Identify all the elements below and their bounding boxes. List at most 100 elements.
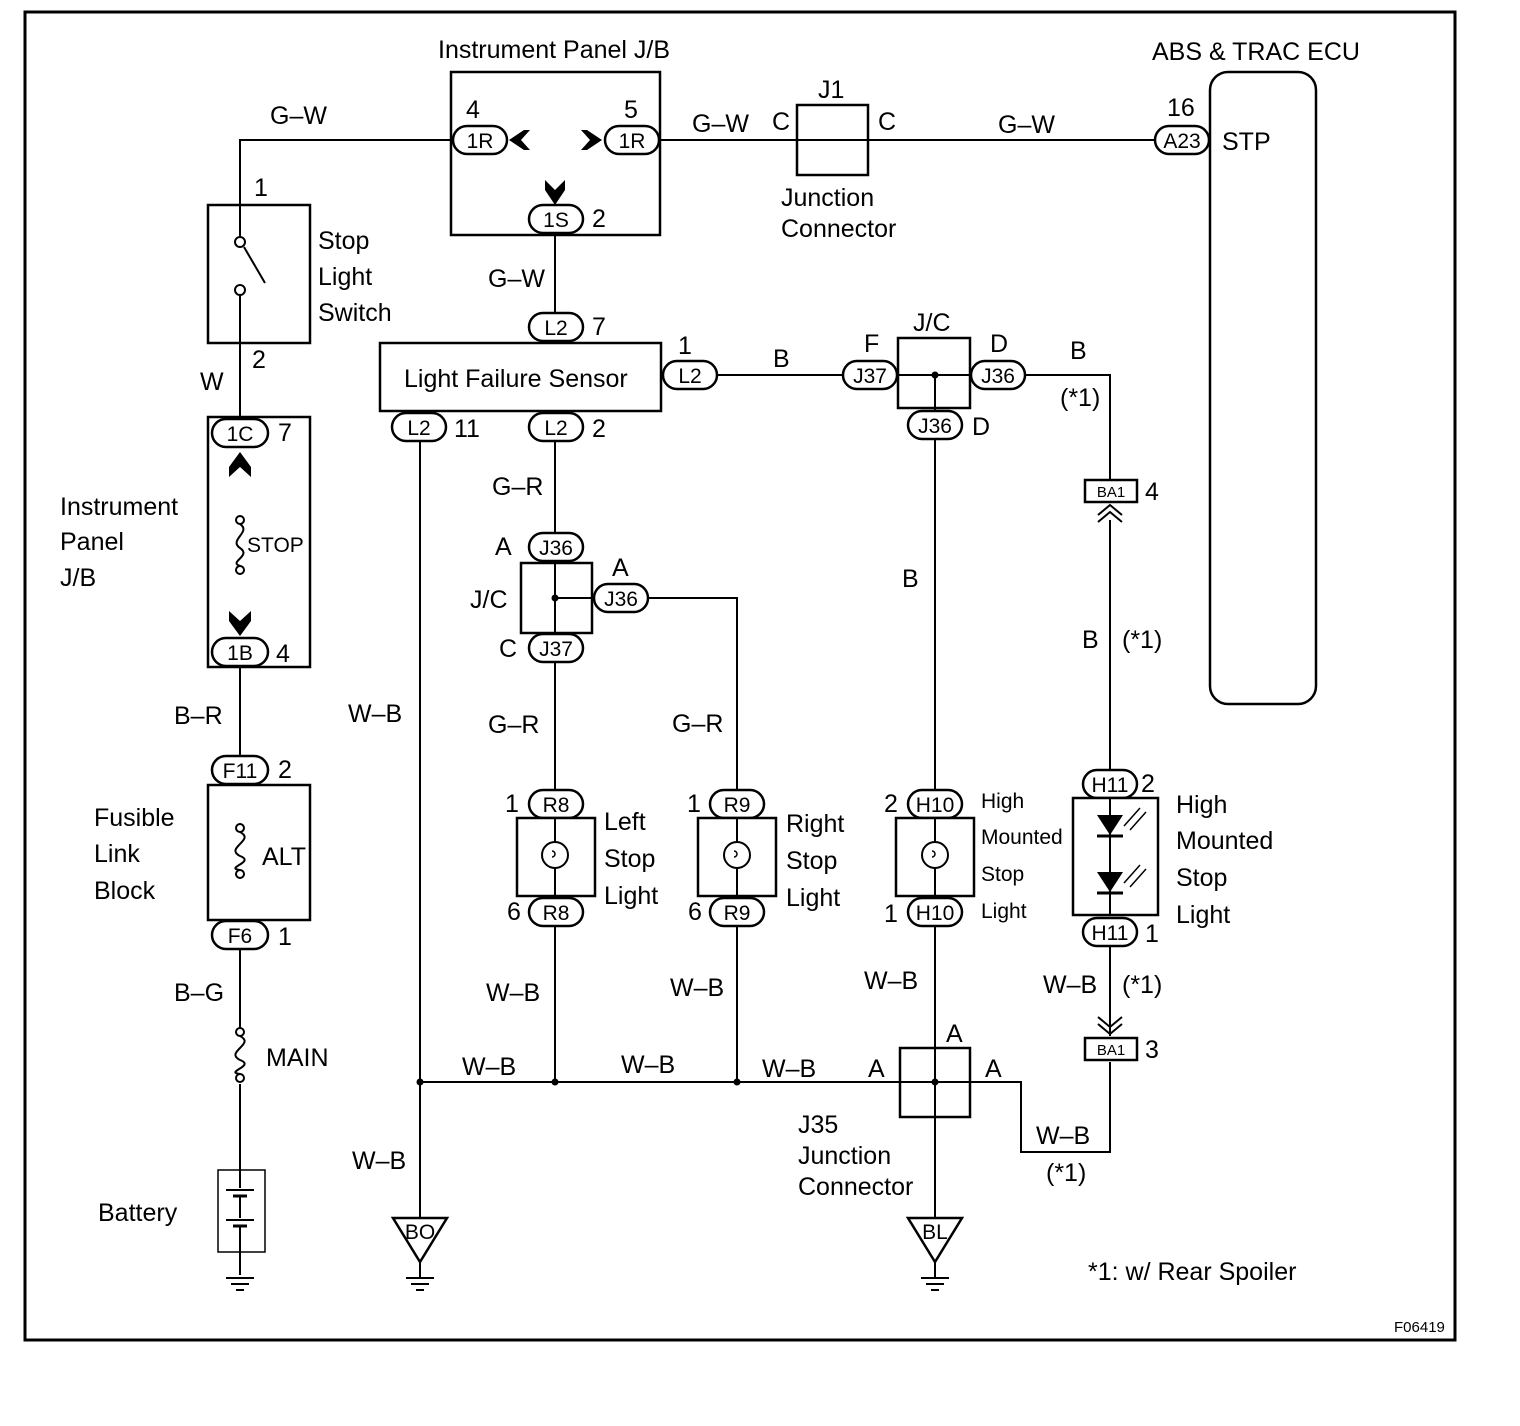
wire-br: B–R bbox=[174, 702, 223, 730]
ipjb-left-pin-bottom: 4 bbox=[276, 640, 290, 668]
jc-lower-pin-bottom: C bbox=[499, 635, 517, 663]
wire-gw-j1-ecu: G–W bbox=[998, 111, 1055, 139]
ipjb-left-label-line3: J/B bbox=[60, 564, 96, 592]
led-icon bbox=[1097, 815, 1123, 835]
j1-name-line2: Connector bbox=[781, 215, 896, 243]
left-stop-label-line3: Light bbox=[604, 882, 658, 910]
hmsl-led-label-line3: Stop bbox=[1176, 864, 1227, 892]
stop-light-switch: 1 2 Stop Light Switch bbox=[206, 174, 392, 374]
ground-bl: BL bbox=[905, 1216, 965, 1291]
fusible-link-block: F11 2 ALT F6 1 Fusible Link Block bbox=[94, 754, 312, 951]
wire-gr-lfs-jc: G–R bbox=[492, 473, 543, 501]
jc-upper-conn-left: J37 bbox=[853, 365, 887, 388]
wire-gr-jc-r9: G–R bbox=[672, 710, 723, 738]
lfs-pin-top: 7 bbox=[592, 313, 606, 341]
jc-upper: J/C F J37 D J36 J36 D bbox=[841, 309, 1027, 441]
ba1-top-pin: 4 bbox=[1145, 478, 1159, 506]
hmsl-led-pin-top: 2 bbox=[1141, 770, 1155, 798]
abs-ecu-pin: 16 bbox=[1167, 94, 1195, 122]
switch-pin-bottom: 2 bbox=[252, 346, 266, 374]
ground-bl-label: BL bbox=[922, 1221, 948, 1244]
ground-icon-bo bbox=[406, 1277, 434, 1291]
hmsl-bulb-label-line1: High bbox=[981, 790, 1024, 813]
lfs-pin-right: 1 bbox=[678, 332, 692, 360]
wire-gw-jb-j1: G–W bbox=[692, 110, 749, 138]
j35-pin-right: A bbox=[985, 1055, 1002, 1083]
main-fuse-icon bbox=[235, 1027, 245, 1037]
wire-w-switch: W bbox=[200, 368, 224, 396]
fusible-label-line1: Fusible bbox=[94, 804, 175, 832]
j35-junction-connector: A A A J35 Junction Connector bbox=[798, 1020, 1002, 1201]
wire-wb-bus3: W–B bbox=[762, 1055, 816, 1083]
ipjb-left-label-line2: Panel bbox=[60, 528, 124, 556]
wire-gw-jb-lfs: G–W bbox=[488, 265, 545, 293]
wire-wb-bus2: W–B bbox=[621, 1051, 675, 1079]
ipjb-top-title: Instrument Panel J/B bbox=[438, 36, 670, 64]
instrument-panel-jb-top: Instrument Panel J/B 4 5 1R 1R 1S 2 bbox=[438, 36, 670, 237]
j35-label-line2: Junction bbox=[798, 1142, 891, 1170]
ipjb-left-conn-top: 1C bbox=[227, 423, 254, 446]
hmsl-bulb-label-line2: Mounted bbox=[981, 826, 1063, 849]
hmsl-led-label-line4: Light bbox=[1176, 901, 1230, 929]
ipjb-top-conn-bottom: 1S bbox=[543, 209, 569, 232]
down-arrow-icon bbox=[545, 180, 565, 205]
left-stop-label-line2: Stop bbox=[604, 845, 655, 873]
ipjb-top-conn-right: 1R bbox=[619, 130, 646, 153]
down-arrow-icon-2 bbox=[229, 611, 251, 636]
wire-b-jc-ba1: B bbox=[1070, 337, 1087, 365]
hmsl-led-label-line1: High bbox=[1176, 791, 1227, 819]
wire-b-ba1-h11: B bbox=[1082, 626, 1099, 654]
j1-junction-connector: J1 C C Junction Connector bbox=[772, 76, 896, 243]
diagram-frame bbox=[23, 10, 1457, 1342]
lfs-name: Light Failure Sensor bbox=[404, 365, 628, 393]
wire-bg: B–G bbox=[174, 979, 224, 1007]
main-fuse-label: MAIN bbox=[266, 1044, 329, 1072]
light-failure-sensor: L2 7 Light Failure Sensor L2 1 L2 11 L2 … bbox=[378, 311, 719, 443]
wire-wb-r9: W–B bbox=[670, 974, 724, 1002]
right-stop-pin-bottom: 6 bbox=[688, 898, 702, 926]
j1-pin-right: C bbox=[878, 108, 896, 136]
jc-upper-pin-right: D bbox=[990, 330, 1008, 358]
wire-wb-h10: W–B bbox=[864, 967, 918, 995]
jc-lower: J36 A J/C A J36 J37 C bbox=[470, 531, 650, 664]
wire-wb-h11-star: (*1) bbox=[1122, 971, 1162, 999]
ipjb-left-conn-bottom: 1B bbox=[227, 642, 253, 665]
lfs-conn-bl: L2 bbox=[407, 417, 430, 440]
lfs-conn-top: L2 bbox=[544, 317, 567, 340]
ipjb-top-pin-bottom: 2 bbox=[592, 205, 606, 233]
wire-labels: G–W G–W G–W G–W W B–R B–G B B (*1) B B (… bbox=[174, 102, 1162, 1187]
right-stop-label-line3: Light bbox=[786, 884, 840, 912]
led-icon-2 bbox=[1097, 872, 1123, 892]
lfs-pin-bm: 2 bbox=[592, 415, 606, 443]
jc-lower-conn-right: J36 bbox=[604, 588, 638, 611]
jc-lower-pin-right: A bbox=[612, 554, 629, 582]
hmsl-led-conn-top: H11 bbox=[1092, 774, 1129, 797]
fusible-label-line3: Block bbox=[94, 877, 156, 905]
hmsl-bulb-conn-top: H10 bbox=[916, 794, 955, 817]
main-fuse: MAIN bbox=[232, 1027, 329, 1084]
hmsl-bulb-conn-bottom: H10 bbox=[916, 902, 955, 925]
lfs-conn-bm: L2 bbox=[544, 417, 567, 440]
j1-id: J1 bbox=[818, 76, 844, 104]
abs-trac-ecu: ABS & TRAC ECU 16 A23 STP bbox=[1152, 38, 1360, 706]
wire-wb-j35-ba1: W–B bbox=[1036, 1122, 1090, 1150]
abs-ecu-conn: A23 bbox=[1163, 130, 1200, 153]
ipjb-left-fuse: STOP bbox=[247, 534, 304, 557]
j1-name-line1: Junction bbox=[781, 184, 874, 212]
ba1-top-connector: BA1 4 bbox=[1083, 478, 1159, 523]
fusible-pin-bottom: 1 bbox=[278, 923, 292, 951]
abs-ecu-terminal: STP bbox=[1222, 128, 1271, 156]
jc-upper-conn-right: J36 bbox=[981, 365, 1015, 388]
lfs-pin-bl: 11 bbox=[454, 415, 480, 443]
jc-lower-pin-top: A bbox=[495, 533, 512, 561]
jc-lower-name: J/C bbox=[470, 586, 508, 614]
wire-b-jc-hmsl: B bbox=[902, 565, 919, 593]
ba1-bottom-conn: BA1 bbox=[1097, 1042, 1125, 1059]
battery: Battery bbox=[98, 1169, 266, 1291]
wire-b-star-top: (*1) bbox=[1060, 384, 1100, 412]
hmsl-bulb-label-line4: Light bbox=[981, 900, 1027, 923]
wire-wb-j35-ba1-star: (*1) bbox=[1046, 1159, 1086, 1187]
ipjb-left-label-line1: Instrument bbox=[60, 493, 178, 521]
lfs-conn-right: L2 bbox=[678, 365, 701, 388]
